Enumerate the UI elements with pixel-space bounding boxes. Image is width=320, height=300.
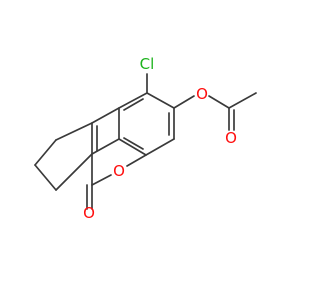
bond [173,95,195,109]
bond [123,137,144,150]
molecule-structure-diagram: Cl O O O O [34,55,257,222]
bond [34,139,57,166]
ester-oxygen-atom-label: O [196,85,208,103]
bond [146,92,175,109]
bond [208,95,230,109]
bond [228,92,257,109]
bond [145,138,175,156]
bond-group [34,73,257,210]
bond [123,98,144,111]
bond [91,138,120,155]
bond [91,174,112,186]
bond [118,92,148,109]
bond [118,138,147,156]
chlorine-atom-label: Cl [140,55,155,73]
carbonyl-oxygen-atom-label: O [225,129,237,147]
bond [34,164,57,191]
bond [91,107,120,124]
lactone-oxygen-atom-label: O [83,204,95,222]
bond [55,153,93,191]
ring-oxygen-atom-label: O [113,162,125,180]
bond [55,122,93,141]
bond [126,154,147,167]
